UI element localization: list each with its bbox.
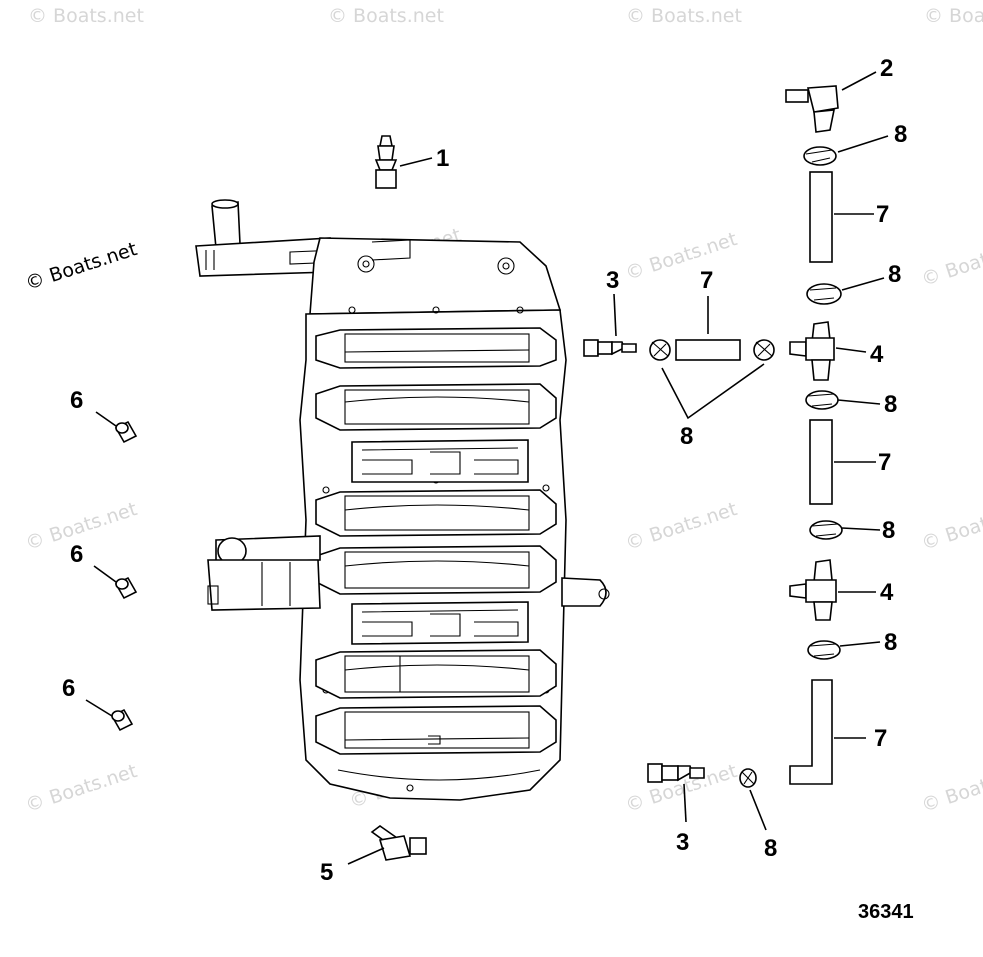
watermark: © Boats.net xyxy=(623,498,740,555)
callout-3: 3 xyxy=(606,267,619,294)
leader-line xyxy=(613,293,617,337)
watermark-dark: © Boats.net xyxy=(23,238,140,295)
watermark: © Boats.net xyxy=(28,5,144,27)
watermark: © Boats.net xyxy=(23,760,140,817)
leader-line xyxy=(837,135,889,153)
callout-7: 7 xyxy=(874,725,887,752)
leader-line xyxy=(841,71,877,91)
callout-4: 4 xyxy=(870,341,884,368)
callout-8: 8 xyxy=(894,121,907,148)
leader-line xyxy=(841,277,885,291)
hose-section-elbow xyxy=(789,679,833,785)
callout-6: 6 xyxy=(70,541,83,568)
callout-7: 7 xyxy=(700,267,713,294)
watermark: © Boats.net xyxy=(919,498,983,555)
reed-port xyxy=(315,489,557,537)
plug-part-6 xyxy=(114,420,138,444)
callout-2: 2 xyxy=(880,55,893,82)
leader-line xyxy=(749,789,767,831)
hose-section xyxy=(809,171,833,263)
reed-port xyxy=(315,649,557,699)
reed-port xyxy=(315,545,557,595)
leader-line xyxy=(85,699,113,717)
hose-clamp xyxy=(807,640,841,660)
callout-8: 8 xyxy=(884,629,897,656)
callout-8: 8 xyxy=(888,261,901,288)
elbow-fitting-part-2 xyxy=(785,85,839,133)
plug-part-6 xyxy=(110,708,134,732)
callout-5: 5 xyxy=(320,859,333,886)
leader-line xyxy=(835,347,867,353)
fitting-part-1 xyxy=(374,135,398,189)
tee-fitting xyxy=(789,321,835,381)
watermark: © Boats.net xyxy=(623,228,740,285)
callout-8: 8 xyxy=(680,423,693,450)
callout-6: 6 xyxy=(62,675,75,702)
callout-8: 8 xyxy=(884,391,897,418)
hose-section xyxy=(809,419,833,505)
watermark: © Boats.net xyxy=(919,760,983,817)
leader-line xyxy=(837,399,881,405)
reed-cage xyxy=(351,439,529,483)
callout-7: 7 xyxy=(876,201,889,228)
callout-8: 8 xyxy=(882,517,895,544)
reed-port xyxy=(315,327,557,369)
leader-line xyxy=(683,783,687,823)
leader-line xyxy=(841,527,881,531)
tee-fitting xyxy=(789,559,837,621)
leader-line xyxy=(95,411,117,427)
watermark: © Boats.net xyxy=(919,234,983,291)
hose-clamp xyxy=(753,339,775,361)
plug-part-6 xyxy=(114,576,138,600)
leader-line xyxy=(839,641,881,647)
leader-line xyxy=(93,565,117,583)
hose-clamp xyxy=(739,768,757,788)
hose-fitting-part-3 xyxy=(647,763,705,783)
intake-manifold-housing xyxy=(195,199,610,801)
elbow-fitting-part-5 xyxy=(370,825,427,861)
watermark: © Boats.net xyxy=(328,5,444,27)
callout-3: 3 xyxy=(676,829,689,856)
leader-line xyxy=(661,363,765,420)
callout-8: 8 xyxy=(764,835,777,862)
callout-6: 6 xyxy=(70,387,83,414)
hose-clamp xyxy=(805,390,839,410)
hose-clamp xyxy=(649,339,671,361)
reed-port xyxy=(315,705,557,755)
figure-number: 36341 xyxy=(858,901,914,923)
callout-4: 4 xyxy=(880,579,894,606)
reed-cage xyxy=(351,601,529,645)
hose-clamp xyxy=(809,520,843,540)
hose-clamp xyxy=(806,283,842,305)
leader-line xyxy=(399,157,433,167)
watermark: © Boats.net xyxy=(924,5,983,27)
hose-section xyxy=(675,339,741,361)
reed-port xyxy=(315,383,557,431)
callout-1: 1 xyxy=(436,145,449,172)
hose-fitting-part-3 xyxy=(583,339,637,357)
watermark: © Boats.net xyxy=(626,5,742,27)
leader-line xyxy=(347,847,385,865)
callout-7: 7 xyxy=(878,449,891,476)
hose-clamp xyxy=(803,146,837,166)
